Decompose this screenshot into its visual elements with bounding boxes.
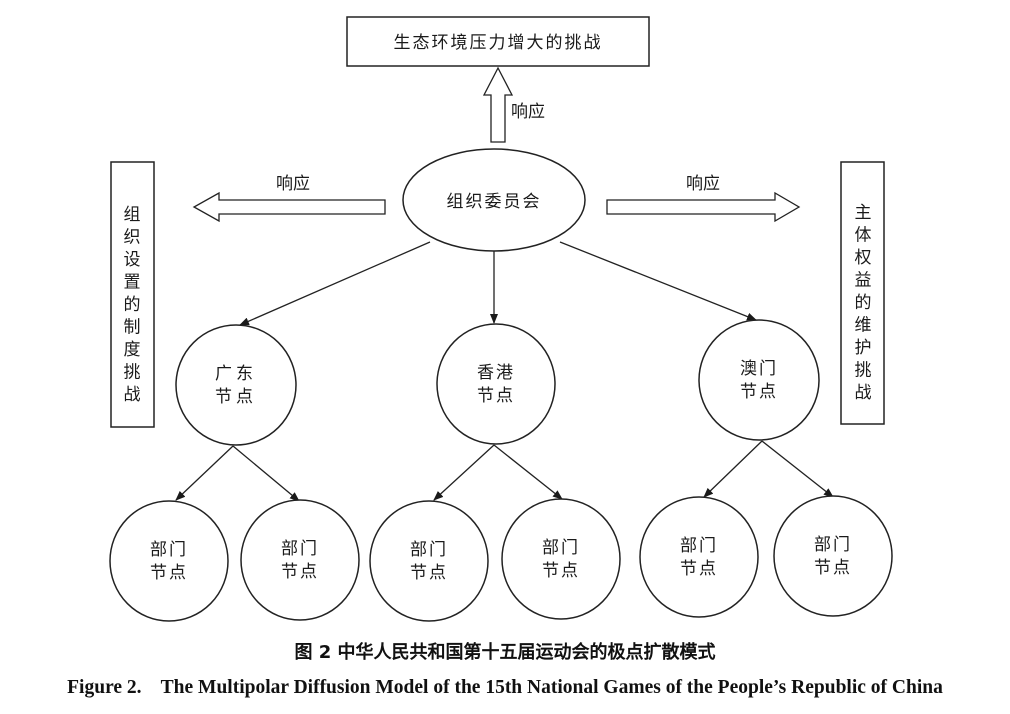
- vertical-text-char: 度: [124, 340, 141, 360]
- edge-guangdong-to-dept-1: [175, 445, 234, 501]
- right-box-label: 主体权益的维护挑战: [863, 203, 1010, 223]
- ecological-pressure-challenge-box: 生态环境压力增大的挑战: [346, 16, 650, 67]
- vertical-text-char: 制: [124, 318, 141, 338]
- dept-line1: 部门: [680, 536, 718, 556]
- vertical-text-char: 战: [855, 383, 872, 403]
- macau-dept-node-1: 部门 节点: [639, 496, 759, 618]
- hongkong-dept-node-2: 部门 节点: [501, 498, 621, 620]
- macau-line1: 澳门: [740, 359, 778, 379]
- vertical-text-char: 挑: [124, 363, 141, 383]
- vertical-text-char: 护: [855, 338, 872, 358]
- vertical-text-char: 挑: [855, 361, 872, 381]
- dept-line2: 节点: [814, 558, 852, 578]
- figure-caption-english: Figure 2. The Multipolar Diffusion Model…: [67, 677, 943, 698]
- guangdong-dept-node-1: 部门 节点: [109, 500, 229, 622]
- figure-caption-chinese: 图 2 中华人民共和国第十五届运动会的极点扩散模式: [294, 642, 716, 663]
- dept-line2: 节点: [410, 563, 448, 583]
- hongkong-dept-node-1: 部门 节点: [369, 500, 489, 622]
- up-response-arrow: [482, 66, 514, 143]
- dept-line1: 部门: [281, 539, 319, 559]
- hongkong-line2: 节点: [477, 386, 515, 406]
- center-label: 组织委员会: [447, 192, 542, 212]
- edge-macau-to-dept-1: [703, 440, 763, 498]
- macau-dept-node-2: 部门 节点: [773, 495, 893, 617]
- hongkong-node: 香港 节点: [436, 323, 556, 445]
- dept-line2: 节点: [680, 559, 718, 579]
- edge-macau-to-dept-2: [761, 440, 834, 498]
- dept-line1: 部门: [410, 540, 448, 560]
- edge-guangdong-to-dept-2: [232, 445, 300, 502]
- right-response-arrow: [606, 191, 801, 223]
- top-box-label: 生态环境压力增大的挑战: [394, 33, 603, 53]
- dept-line2: 节点: [150, 563, 188, 583]
- right-arrow-label: 响应: [686, 174, 720, 194]
- left-arrow-label: 响应: [276, 174, 310, 194]
- up-arrow-label: 响应: [511, 102, 545, 122]
- vertical-text-char: 维: [855, 316, 872, 336]
- stakeholder-rights-challenge-box: 主体权益的维护挑战 主体权益的维护挑战: [840, 161, 1010, 425]
- vertical-text-char: 主: [855, 203, 872, 223]
- vertical-text-char: 组: [124, 205, 141, 225]
- dept-line1: 部门: [814, 535, 852, 555]
- right-box-vertical-text: 主体权益的维护挑战: [855, 203, 872, 403]
- guangdong-line1: 广东: [215, 364, 257, 384]
- edge-hongkong-to-dept-1: [433, 444, 495, 501]
- dept-line2: 节点: [281, 562, 319, 582]
- left-response-arrow: [192, 191, 386, 223]
- vertical-text-char: 体: [855, 226, 872, 246]
- guangdong-node: 广东 节点: [175, 324, 297, 446]
- vertical-text-char: 设: [124, 250, 141, 270]
- organizing-committee-node: 组织委员会: [402, 148, 586, 252]
- dept-line2: 节点: [542, 561, 580, 581]
- dept-line1: 部门: [150, 540, 188, 560]
- edge-center-to-guangdong: [239, 241, 431, 326]
- dept-line1: 部门: [542, 538, 580, 558]
- guangdong-line2: 节点: [215, 387, 257, 407]
- macau-line2: 节点: [740, 382, 778, 402]
- hongkong-line1: 香港: [477, 363, 515, 383]
- edge-center-to-macau: [559, 241, 757, 321]
- vertical-text-char: 织: [124, 228, 141, 248]
- vertical-text-char: 权: [855, 248, 872, 268]
- vertical-text-char: 益: [855, 271, 872, 291]
- vertical-text-char: 的: [855, 293, 872, 313]
- edge-hongkong-to-dept-2: [493, 444, 563, 500]
- guangdong-dept-node-2: 部门 节点: [240, 499, 360, 621]
- vertical-text-char: 的: [124, 295, 141, 315]
- macau-node: 澳门 节点: [698, 319, 820, 441]
- vertical-text-char: 置: [124, 273, 141, 293]
- vertical-text-char: 战: [124, 385, 141, 405]
